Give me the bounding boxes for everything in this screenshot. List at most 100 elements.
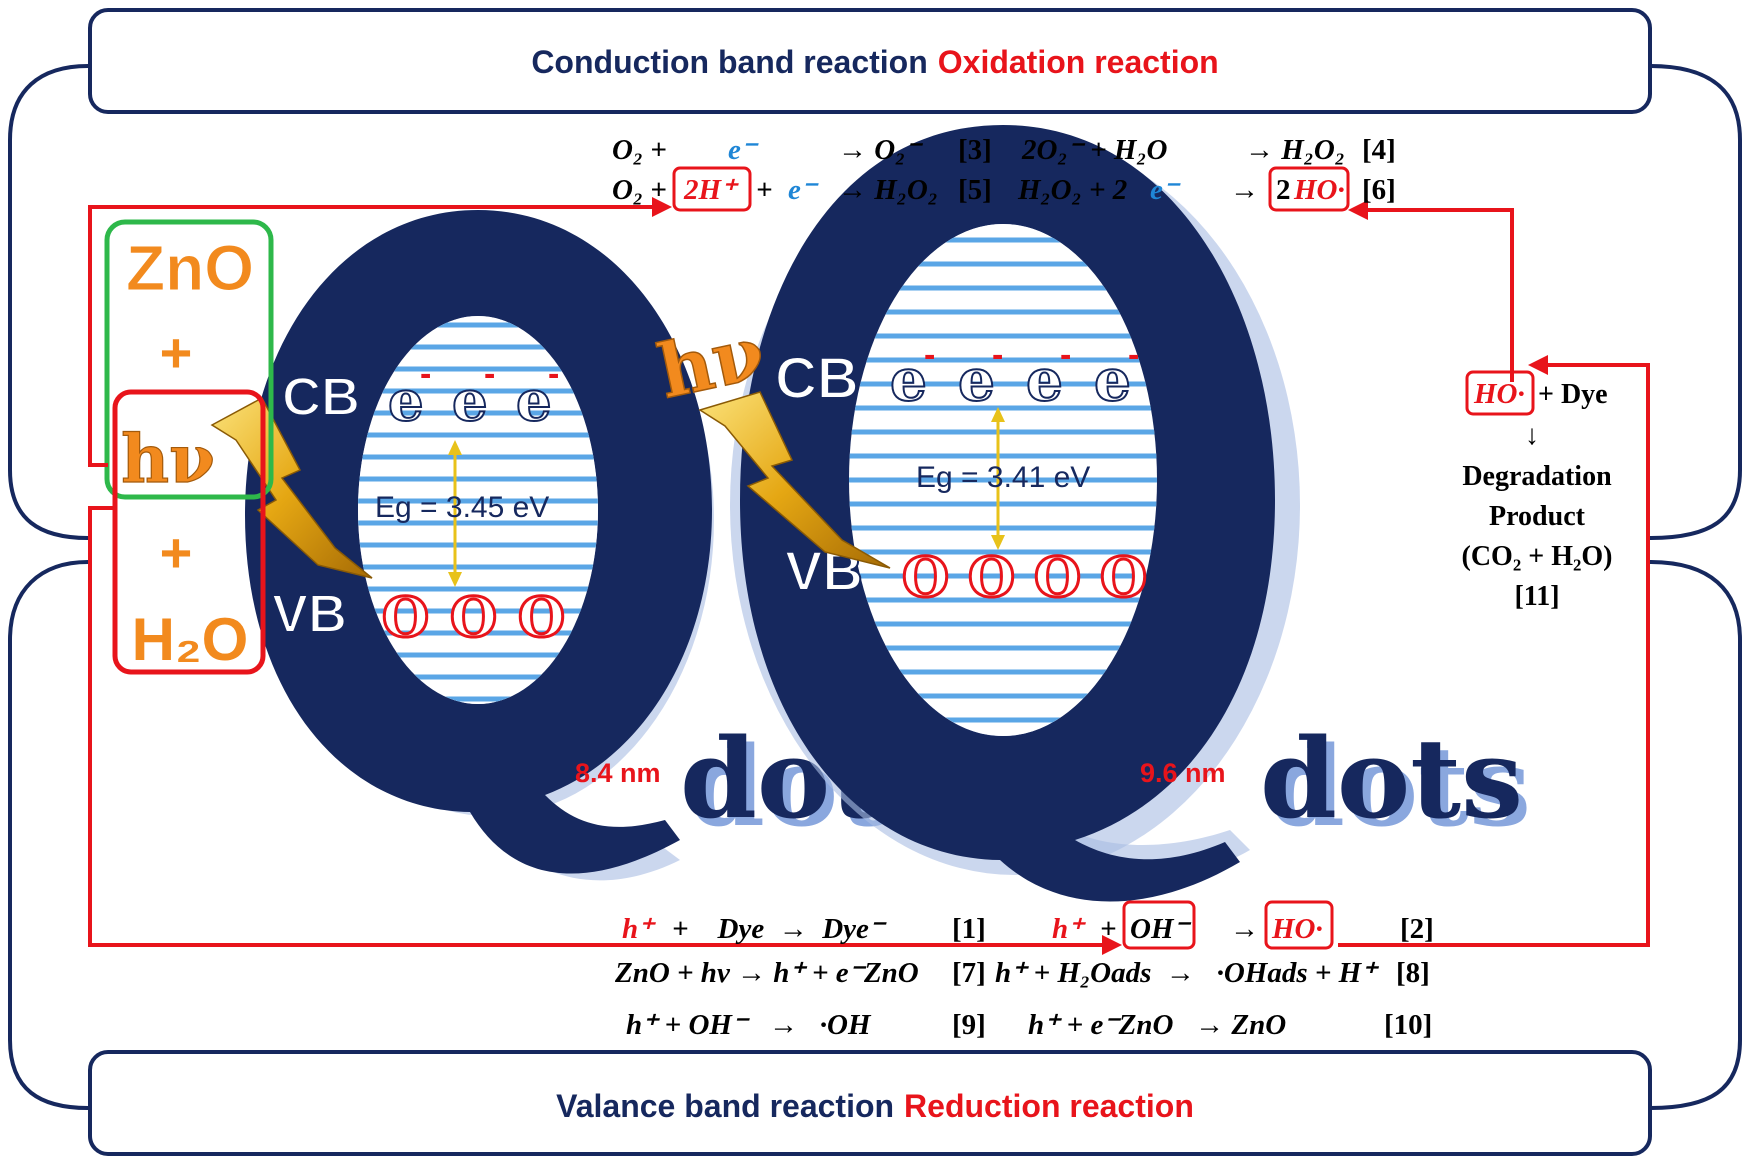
eq1-rest: + Dye → Dye⁻ xyxy=(672,913,887,945)
electron-charge: - xyxy=(1128,336,1139,374)
hole: O xyxy=(450,585,497,649)
eq2-hydroxide: OH⁻ xyxy=(1130,913,1192,945)
electron: e xyxy=(890,346,927,414)
oxidation-label: Oxidation reaction xyxy=(938,44,1219,80)
electron-charge: - xyxy=(548,355,559,393)
electron: e xyxy=(452,368,488,434)
electron-charge: - xyxy=(420,355,431,393)
electron: e xyxy=(516,368,552,434)
eq2-radical: HO· xyxy=(1271,913,1323,945)
top-equations: O₂ + e⁻ → O₂⁻ [3] 2O₂⁻ + H₂O → H₂O₂ [4] … xyxy=(612,134,1396,212)
electron-charge: - xyxy=(484,355,495,393)
size-label-2: 9.6 nm xyxy=(1140,758,1226,788)
eq9: h⁺ + OH⁻ → ·OH xyxy=(626,1009,872,1041)
eq3-electron: e⁻ xyxy=(728,134,759,166)
eq7-number: [7] xyxy=(952,957,986,989)
water-label: H₂O xyxy=(132,606,249,673)
degradation-line3: (CO₂ + H₂O) xyxy=(1462,541,1613,572)
plus-sign: + xyxy=(160,521,193,584)
vb-label-2: VB xyxy=(785,539,863,602)
eq2-number: [2] xyxy=(1400,913,1434,945)
eq7: ZnO + hν → h⁺ + e⁻ZnO xyxy=(614,957,919,989)
holes-1: O O O xyxy=(381,584,567,651)
conduction-label: Conduction band reaction xyxy=(531,44,927,80)
eq10-number: [10] xyxy=(1384,1009,1432,1041)
dots-word-2: dots xyxy=(1260,714,1523,843)
arrow-head xyxy=(1102,935,1122,955)
eq5-proton: 2H⁺ xyxy=(683,174,739,206)
dots-word-2: dots xyxy=(1268,722,1531,851)
eq9-number: [9] xyxy=(952,1009,986,1041)
lightning-bolt-2 xyxy=(698,391,891,569)
eq2-hydroxide-box xyxy=(1122,900,1196,950)
eq1-hole: h⁺ xyxy=(622,913,656,945)
footer-box xyxy=(88,1050,1652,1156)
eq5-electron: e⁻ xyxy=(788,174,819,206)
eq4-rhs: → H₂O₂ xyxy=(1245,134,1345,166)
eq6-electron: e⁻ xyxy=(1150,174,1181,206)
electrons-2: e e e e - - - - xyxy=(889,336,1139,415)
degradation-panel: HO· + Dye ↓ Degradation Product (CO₂ + H… xyxy=(1462,370,1613,612)
q-letter-1 xyxy=(245,210,712,874)
hole: O xyxy=(1100,545,1147,609)
eq4-number: [4] xyxy=(1362,134,1396,166)
zno-box xyxy=(104,219,274,500)
eq2-arrow: → xyxy=(1230,913,1259,945)
q-letter-2 xyxy=(740,125,1275,902)
eq10: h⁺ + e⁻ZnO → ZnO xyxy=(1028,1009,1286,1041)
eq6-radical: HO· xyxy=(1293,174,1345,206)
electron: e xyxy=(958,346,995,414)
eq2-radical-box xyxy=(1264,900,1334,950)
reaction-arrows xyxy=(88,205,1650,947)
holes-2: O O O O xyxy=(901,544,1149,611)
eq5-lhs: O₂ + xyxy=(612,174,667,206)
vb-label-1: VB xyxy=(272,584,347,644)
eq5-number: [5] xyxy=(958,174,992,206)
eq5-rhs: → H₂O₂ xyxy=(838,174,938,206)
arrow-head xyxy=(1528,355,1548,375)
footer-title: Valance band reaction Reduction reaction xyxy=(556,1088,1194,1124)
electrons-1: e e e - - - xyxy=(387,355,559,435)
down-arrow: ↓ xyxy=(1525,420,1539,451)
hv-label-1: hν xyxy=(121,420,215,498)
plus-dye: + Dye xyxy=(1538,379,1608,410)
eq6-coefficient: 2 xyxy=(1276,174,1291,206)
degradation-number: [11] xyxy=(1514,581,1559,612)
bandgap-label-1: Eg = 3.45 eV xyxy=(375,491,549,524)
eq1-number: [1] xyxy=(952,913,986,945)
eq2-plus: + xyxy=(1100,913,1117,945)
electron: e xyxy=(1094,346,1131,414)
plus-sign: + xyxy=(160,321,193,384)
hole: O xyxy=(1034,545,1081,609)
quantum-dot-2: CB VB e e e e - - - - O O O O Eg = 3.41 … xyxy=(650,125,1531,902)
electron-charge: - xyxy=(1060,336,1071,374)
eq3-number: [3] xyxy=(958,134,992,166)
eq6-arrow: → xyxy=(1230,174,1259,206)
bottom-equations: h⁺ + Dye → Dye⁻ [1] h⁺ + OH⁻ → HO· [2] Z… xyxy=(614,900,1434,1041)
electron-charge: - xyxy=(992,336,1003,374)
eq6-radical-box xyxy=(1268,166,1350,212)
hole: O xyxy=(968,545,1015,609)
arrow-head xyxy=(1348,200,1368,220)
valance-label: Valance band reaction xyxy=(556,1088,894,1124)
size-label-1: 8.4 nm xyxy=(575,758,661,788)
electron-charge: - xyxy=(924,336,935,374)
electron: e xyxy=(1026,346,1063,414)
eq6-lhs: H₂O₂ + 2 xyxy=(1017,174,1127,206)
eq5-plus: + xyxy=(756,174,773,206)
upper-loop-frame-right xyxy=(1649,64,1742,540)
eq3-lhs: O₂ + xyxy=(612,134,667,166)
hv-water-box xyxy=(112,389,266,675)
hole: O xyxy=(518,585,565,649)
hole: O xyxy=(382,585,429,649)
lower-loop-frame xyxy=(8,560,89,1110)
reduction-label: Reduction reaction xyxy=(904,1088,1194,1124)
eq8-number: [8] xyxy=(1396,957,1430,989)
reactant-panel: ZnO + hν + H₂O xyxy=(104,219,274,675)
lower-loop-frame-right xyxy=(1649,560,1742,1110)
eq6-number: [6] xyxy=(1362,174,1396,206)
eq3-rhs: → O₂⁻ xyxy=(838,134,923,166)
radical-label: HO· xyxy=(1473,378,1525,410)
cb-label-2: CB xyxy=(775,346,859,411)
